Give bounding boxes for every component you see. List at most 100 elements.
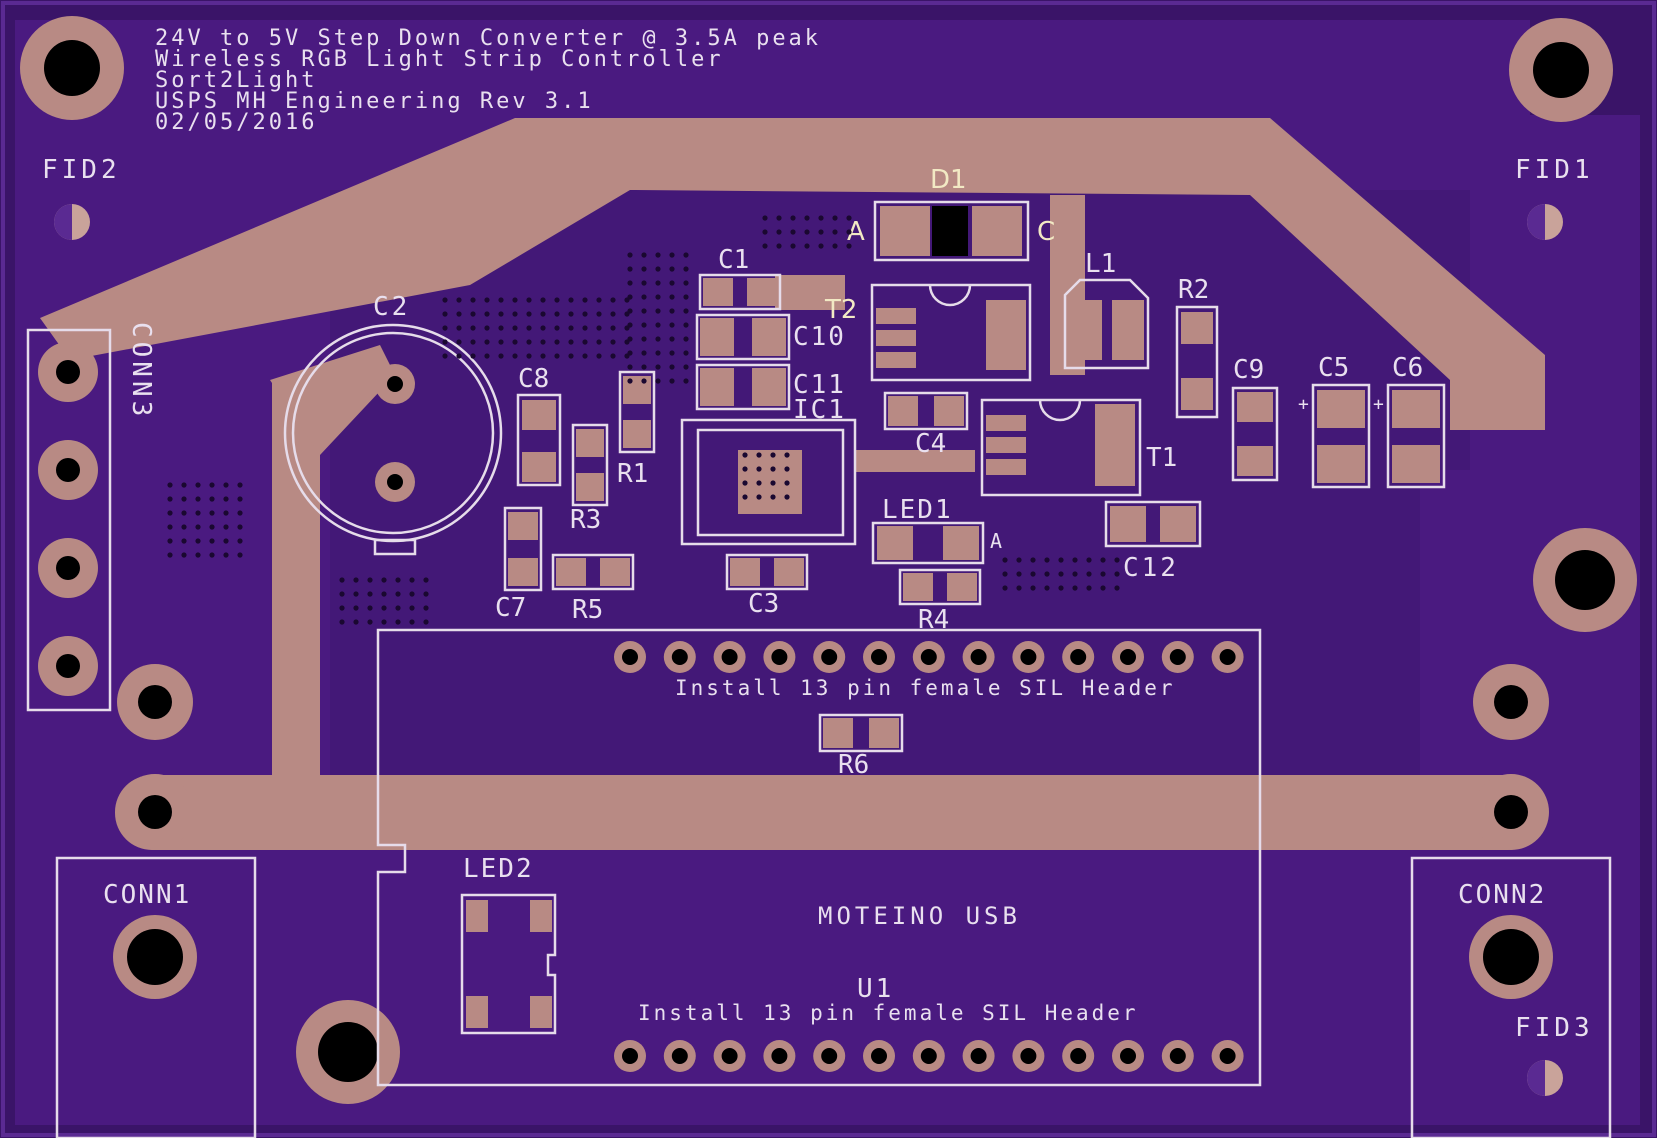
- via: [554, 325, 560, 331]
- via: [456, 353, 462, 359]
- via: [223, 482, 229, 488]
- via: [655, 294, 661, 300]
- via: [1030, 585, 1036, 591]
- via: [167, 552, 173, 558]
- header-pin-drill: [1070, 1048, 1087, 1064]
- via: [846, 215, 852, 221]
- via: [683, 308, 689, 314]
- via: [790, 243, 796, 249]
- via: [784, 466, 790, 472]
- via: [804, 243, 810, 249]
- via: [484, 353, 490, 359]
- via: [627, 308, 633, 314]
- via: [223, 510, 229, 516]
- via: [181, 524, 187, 530]
- via: [1072, 557, 1078, 563]
- fiducial-labels: FID2 FID1 FID3: [42, 155, 1590, 1043]
- via: [1030, 557, 1036, 563]
- header-pin-drill: [970, 649, 987, 665]
- via: [470, 311, 476, 317]
- via: [409, 577, 415, 583]
- header-pin-drill: [871, 649, 887, 665]
- via: [498, 353, 504, 359]
- via: [456, 339, 462, 345]
- via: [596, 297, 602, 303]
- via: [655, 336, 661, 342]
- via: [655, 308, 661, 314]
- via: [1016, 585, 1022, 591]
- via: [655, 378, 661, 384]
- header-pin-drill: [1169, 649, 1186, 665]
- via: [742, 480, 748, 486]
- mounting-holes: [20, 16, 1637, 1104]
- via: [568, 339, 574, 345]
- via: [167, 510, 173, 516]
- header-pin-drill: [1219, 649, 1236, 665]
- via: [1044, 585, 1050, 591]
- via: [498, 311, 504, 317]
- via: [195, 496, 201, 502]
- via: [209, 496, 215, 502]
- via: [762, 229, 768, 235]
- via: [223, 552, 229, 558]
- smd-components: C8 R1 R3 C7 R5 C1 C10 C11 IC1: [495, 165, 1446, 780]
- via: [554, 311, 560, 317]
- via: [181, 552, 187, 558]
- via: [512, 353, 518, 359]
- via: [1072, 571, 1078, 577]
- t2-label: T2: [824, 295, 857, 325]
- conn3-label: CONN3: [126, 322, 156, 420]
- via: [669, 364, 675, 370]
- via: [669, 322, 675, 328]
- via: [526, 297, 532, 303]
- r2-label: R2: [1178, 275, 1209, 305]
- c6-label: C6: [1392, 353, 1423, 383]
- via: [223, 496, 229, 502]
- header-pin-drill: [622, 649, 638, 665]
- header-pin-drill: [871, 1048, 887, 1064]
- via: [610, 311, 616, 317]
- via: [181, 482, 187, 488]
- title-line-3: Sort2Light: [155, 68, 317, 93]
- via: [756, 480, 762, 486]
- via: [683, 322, 689, 328]
- via: [456, 297, 462, 303]
- via: [209, 482, 215, 488]
- header-pin-drill: [1219, 1048, 1236, 1064]
- via: [655, 322, 661, 328]
- via: [846, 243, 852, 249]
- c4-label: C4: [915, 429, 946, 459]
- via: [167, 496, 173, 502]
- ground-pour-inner: [330, 190, 1470, 790]
- via: [610, 339, 616, 345]
- via: [669, 266, 675, 272]
- via: [582, 339, 588, 345]
- via: [770, 494, 776, 500]
- via: [683, 378, 689, 384]
- via: [627, 322, 633, 328]
- via: [641, 336, 647, 342]
- header-pin-drill: [920, 649, 937, 665]
- via: [832, 243, 838, 249]
- via: [498, 325, 504, 331]
- via: [683, 280, 689, 286]
- via: [683, 266, 689, 272]
- via: [1044, 557, 1050, 563]
- conn2-connector: CONN2: [1410, 856, 1612, 1138]
- via: [540, 297, 546, 303]
- via: [442, 311, 448, 317]
- u1-label: U1: [857, 974, 894, 1004]
- via: [669, 280, 675, 286]
- via: [804, 229, 810, 235]
- via: [1086, 557, 1092, 563]
- via: [1114, 571, 1120, 577]
- title-line-1: 24V to 5V Step Down Converter @ 3.5A pea…: [155, 26, 821, 51]
- via: [1030, 571, 1036, 577]
- via: [610, 297, 616, 303]
- d1-label: D1: [930, 165, 967, 195]
- ic1-label: IC1: [793, 395, 846, 425]
- header-pin-drill: [1020, 1048, 1037, 1064]
- c1-label: C1: [718, 245, 749, 275]
- via: [568, 325, 574, 331]
